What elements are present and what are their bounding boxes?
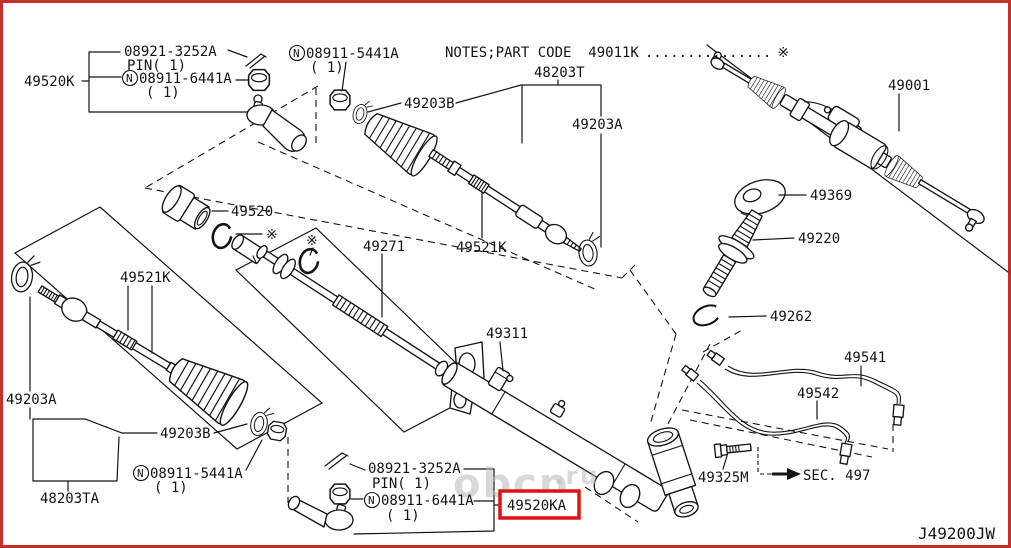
label-n6441-bottom-qty: ( 1) xyxy=(386,508,420,524)
highlighted-part: 49520KA xyxy=(498,489,581,520)
cotter-pin-bottom-icon xyxy=(324,452,349,470)
nut-5441-top xyxy=(329,89,351,111)
snap-ring-1 xyxy=(208,220,236,252)
label-49520: 49520 xyxy=(231,204,273,220)
tube-fitting-drawing xyxy=(549,399,566,418)
drawing-code: J49200JW xyxy=(918,524,995,543)
label-49203B-bottom: 49203B xyxy=(160,426,211,442)
svg-text:N: N xyxy=(137,467,144,480)
svg-text:N: N xyxy=(126,72,133,85)
ref-mark-2: ※ xyxy=(306,233,318,249)
label-49325M: 49325M xyxy=(698,470,749,486)
washer-49369-drawing xyxy=(734,179,786,217)
leader-lines xyxy=(29,49,900,535)
label-49521K-left: 49521K xyxy=(120,270,171,286)
label-49521K-mid: 49521K xyxy=(456,240,507,256)
label-n5441-top: 08911-5441A xyxy=(306,46,399,62)
label-49203A-top: 49203A xyxy=(572,117,623,133)
label-pin-top: 08921-3252A xyxy=(124,44,217,60)
circled-n-3: N xyxy=(132,464,150,482)
sec-arrow-head xyxy=(787,468,801,480)
bushing-49520-drawing xyxy=(161,184,211,230)
label-48203TA: 48203TA xyxy=(40,491,100,507)
label-49203A-left: 49203A xyxy=(6,392,57,408)
outer-tie-rod-top-drawing xyxy=(246,94,307,152)
housing-hole-1 xyxy=(593,470,615,496)
notes-line: NOTES;PART CODE 49011K...............※ xyxy=(445,45,789,61)
clamp-49311-drawing xyxy=(487,366,514,392)
label-49203B-top: 49203B xyxy=(404,96,455,112)
label-sec497: SEC. 497 xyxy=(803,468,870,484)
label-49541: 49541 xyxy=(844,350,886,366)
label-49262: 49262 xyxy=(770,309,812,325)
label-pin-bottom: 08921-3252A xyxy=(368,461,461,477)
part-drawings xyxy=(9,51,985,531)
label-n5441-top-qty: ( 1) xyxy=(310,60,344,76)
svg-text:N: N xyxy=(293,47,300,60)
label-n5441-bottom: 08911-5441A xyxy=(150,466,243,482)
label-pin-bottom-qty: PIN( 1) xyxy=(372,476,431,492)
ref-mark-1: ※ xyxy=(266,227,278,243)
outer-tie-rod-bottom-drawing xyxy=(287,495,354,531)
label-49001: 49001 xyxy=(888,78,930,94)
label-n6441-top: 08911-6441A xyxy=(139,71,232,87)
seal-49262-drawing xyxy=(692,304,719,327)
circled-n-4: N xyxy=(363,491,381,509)
label-49520KA: 49520KA xyxy=(507,498,567,514)
snap-ring-2 xyxy=(295,245,323,277)
svg-text:.ru: .ru xyxy=(554,461,600,490)
label-49220: 49220 xyxy=(798,231,840,247)
circled-n-2: N xyxy=(288,44,306,62)
label-n6441-top-qty: ( 1) xyxy=(146,85,180,101)
rack-shaft-drawing xyxy=(256,245,449,377)
label-49369: 49369 xyxy=(810,188,852,204)
label-49520K: 49520K xyxy=(24,74,75,90)
label-pin-top-qty: PIN( 1) xyxy=(127,58,186,74)
pinion-shaft-49220-drawing xyxy=(702,209,763,298)
boot-left-drawing xyxy=(160,346,253,429)
cotter-pin-top-icon xyxy=(245,53,267,69)
hydraulic-pipes-drawing xyxy=(681,349,905,465)
label-48203T: 48203T xyxy=(534,65,585,81)
label-49271: 49271 xyxy=(363,239,405,255)
label-n6441-bottom: 08911-6441A xyxy=(381,493,474,509)
clamp-49203A-left xyxy=(9,252,42,295)
boot-top-drawing xyxy=(355,102,442,180)
part-labels: 49520K 08921-3252A PIN( 1) N 08911-6441A… xyxy=(6,44,995,543)
bolt-49325M-drawing xyxy=(713,443,752,459)
circled-n-1: N xyxy=(121,69,139,87)
pinion-housing-drawing xyxy=(646,427,699,518)
housing-hole-2 xyxy=(619,483,641,509)
inner-tie-rod-top-drawing xyxy=(428,148,582,252)
label-49542: 49542 xyxy=(797,386,839,402)
svg-text:N: N xyxy=(368,494,375,507)
nut-6441-top xyxy=(247,68,271,92)
bushing-left-end xyxy=(265,419,289,443)
highlight-box xyxy=(498,489,581,520)
label-49311: 49311 xyxy=(486,326,528,342)
label-n5441-bottom-qty: ( 1) xyxy=(154,480,188,496)
steering-gear-assembly-drawing xyxy=(710,51,985,232)
nut-6441-bottom xyxy=(329,483,351,505)
